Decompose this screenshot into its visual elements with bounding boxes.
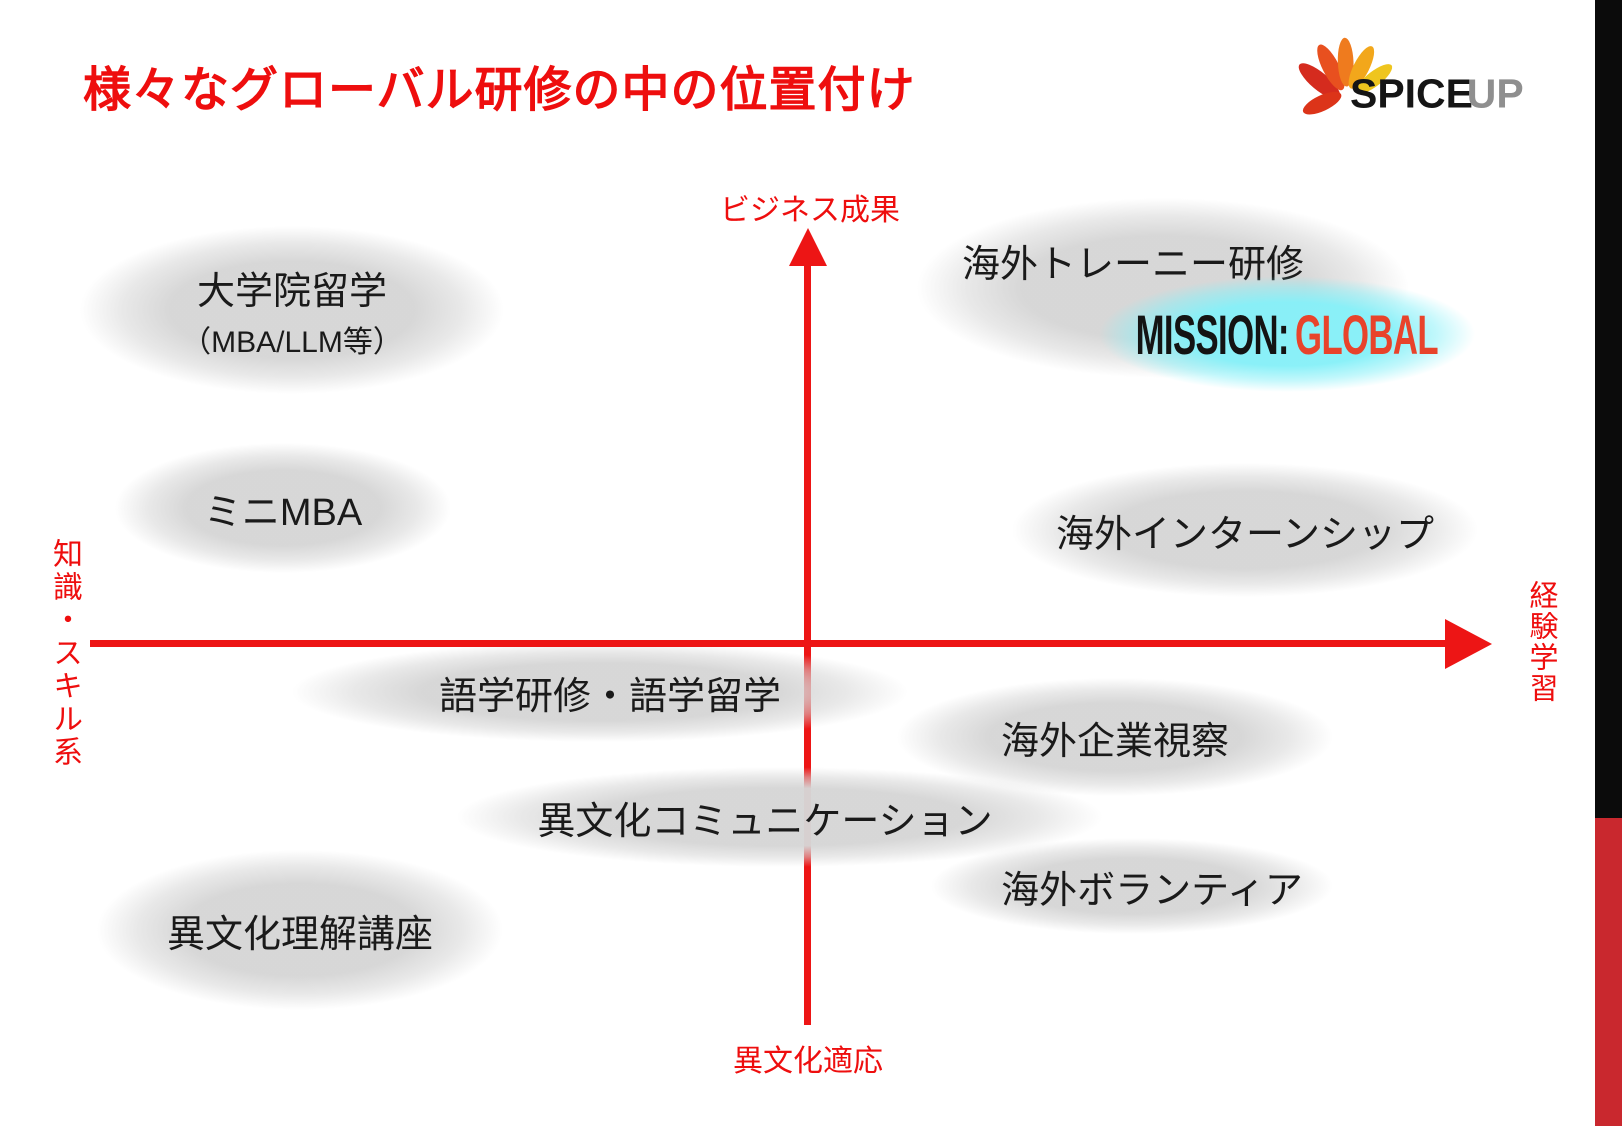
bubble-label: ミニMBA (203, 491, 363, 534)
bubble-kaigai-volunteer: 海外ボランティア (931, 838, 1333, 934)
logo-text-up: UP (1467, 70, 1524, 116)
page-title: 様々なグローバル研修の中の位置付け (83, 64, 916, 117)
axis-label-experiential-learning: 経験学習 (1525, 580, 1557, 704)
bubble-ibunka-communication: 異文化コミュニケーション (457, 767, 1103, 867)
bubble-label: 海外企業視察 (1000, 720, 1229, 763)
mission-global-logo: MISSION:GLOBAL (1135, 302, 1439, 367)
axis-label-knowledge-skills: 知識・スキル系 (48, 538, 81, 769)
bubble-label: 海外インターンシップ (1055, 513, 1435, 556)
bubble-daigakuin-ryugaku: 大学院留学 （MBA/LLM等） (80, 226, 504, 394)
axis-label-cultural-adaptation: 異文化適応 (733, 1045, 883, 1078)
bubble-label: 語学研修・語学留学 (438, 675, 781, 718)
edge-strip-black (1595, 0, 1622, 818)
edge-strip-red (1595, 818, 1622, 1126)
bubble-sublabel: （MBA/LLM等） (181, 325, 403, 359)
bubble-label: 大学院留学 (196, 270, 387, 313)
mission-text: MISSION: (1135, 302, 1290, 366)
spiceup-logo: SPICE UP (1296, 14, 1540, 126)
bubble-mission-global: MISSION:GLOBAL (1099, 276, 1475, 392)
bubble-label: 異文化コミュニケーション (537, 800, 993, 843)
flame-icon: SPICE UP (1298, 37, 1524, 116)
global-text: GLOBAL (1295, 302, 1439, 366)
bubble-label: 異文化理解講座 (166, 913, 433, 956)
bubble-kaigai-kigyo-shisatsu: 海外企業視察 (897, 678, 1333, 796)
bubble-gogaku-kenshu-ryugaku: 語学研修・語学留学 (292, 642, 908, 742)
axis-label-business-results: ビジネス成果 (720, 194, 900, 227)
logo-text-spice: SPICE (1350, 70, 1473, 116)
bubble-ibunka-rikai-koza: 異文化理解講座 (97, 850, 503, 1010)
bubble-mini-mba: ミニMBA (115, 443, 451, 573)
horizontal-axis-line (90, 640, 1447, 647)
bubble-kaigai-internship: 海外インターンシップ (1012, 463, 1478, 597)
horizontal-axis-arrow-right-icon (1445, 619, 1492, 669)
bubble-label: 海外ボランティア (1001, 869, 1303, 912)
vertical-axis-arrow-up-icon (789, 228, 827, 266)
